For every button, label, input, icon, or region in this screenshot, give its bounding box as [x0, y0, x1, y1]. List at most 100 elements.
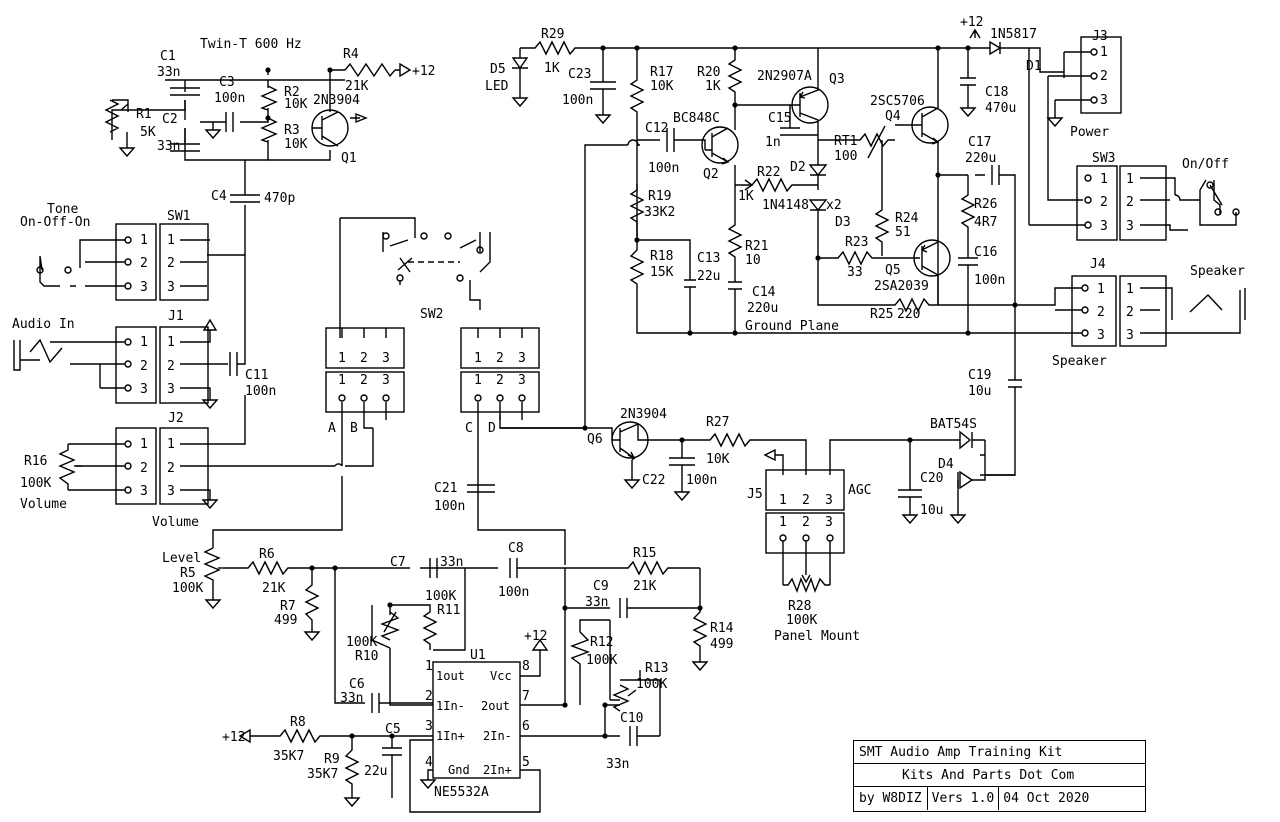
c19-value: 10u [968, 384, 991, 399]
supply-wires [959, 28, 1065, 118]
c23-ref: C23 [568, 67, 591, 82]
r8-ref: R8 [290, 715, 306, 730]
r4-plus12: +12 [412, 64, 435, 79]
output-network-wires [938, 165, 1022, 476]
svg-text:1: 1 [1126, 172, 1134, 187]
u1-pin-labels: 1out Vcc 1In- 2out 1In+ 2In- Gnd 2In+ 1 … [425, 659, 530, 777]
r10-ref: R10 [355, 649, 378, 664]
svg-text:2: 2 [167, 359, 175, 374]
svg-text:2: 2 [140, 256, 148, 271]
c3-ground-icon [204, 122, 222, 140]
r27-ref: R27 [706, 415, 729, 430]
svg-text:Vcc: Vcc [490, 669, 512, 683]
r16-potentiometer [58, 444, 82, 490]
r5-value: 100K [172, 581, 203, 596]
q6-transistor [605, 421, 649, 461]
r8-plus12: +12 [222, 730, 245, 745]
c11-capacitor [229, 255, 246, 376]
c6-ref: C6 [349, 677, 365, 692]
j3-pins: 123 [1100, 45, 1108, 108]
q5-transistor [913, 239, 951, 305]
r23-ref: R23 [845, 235, 868, 250]
c11-ref: C11 [245, 368, 268, 383]
r28-pot [779, 534, 834, 593]
j1-wires [50, 318, 228, 410]
q1-value: 2N3904 [313, 93, 360, 108]
r26-value: 4R7 [974, 215, 997, 230]
c2-capacitor [170, 128, 200, 152]
r4-value: 21K [345, 79, 369, 94]
rt1-ref: RT1 [834, 134, 857, 149]
svg-text:Gnd: Gnd [448, 763, 470, 777]
title-block-date: 04 Oct 2020 [998, 787, 1093, 810]
c2-value: 33n [157, 139, 180, 154]
svg-text:2: 2 [802, 493, 810, 508]
q3-ref: Q3 [829, 72, 845, 87]
c23-value: 100n [562, 93, 593, 108]
volume-jack-label: Volume [152, 515, 199, 530]
svg-text:8: 8 [522, 659, 530, 674]
svg-text:2: 2 [167, 256, 175, 271]
c21-ref: C21 [434, 481, 457, 496]
led-label: LED [485, 79, 509, 94]
c18-value: 470u [985, 101, 1016, 116]
svg-text:3: 3 [518, 373, 526, 388]
label-a: A [328, 421, 336, 436]
label-b: B [350, 421, 358, 436]
volume-pot-label: Volume [20, 497, 67, 512]
rt1-value: 100 [834, 149, 857, 164]
svg-text:2: 2 [1126, 305, 1134, 320]
svg-text:3: 3 [167, 484, 175, 499]
svg-text:1: 1 [779, 493, 787, 508]
svg-text:3: 3 [382, 351, 390, 366]
svg-text:5: 5 [522, 755, 530, 770]
r2-value: 10K [284, 97, 308, 112]
svg-text:1: 1 [140, 335, 148, 350]
r21-value: 10 [745, 253, 761, 268]
r1-potentiometer [104, 99, 136, 158]
r2-resistor [260, 85, 278, 111]
plus12-arrow-icon [399, 62, 412, 78]
q5-value: 2SA2039 [874, 279, 929, 294]
q2-transistor [701, 126, 739, 165]
sw2-ref: SW2 [420, 307, 443, 322]
c3-value: 100n [214, 91, 245, 106]
svg-text:3: 3 [1097, 328, 1105, 343]
q4-value: 2SC5706 [870, 94, 925, 109]
speaker-top-label: Speaker [1190, 264, 1245, 279]
svg-text:3: 3 [518, 351, 526, 366]
title-block-subtitle: Kits And Parts Dot Com [902, 767, 1075, 783]
r7-value: 499 [274, 613, 297, 628]
q2-value: BC848C [673, 111, 720, 126]
svg-text:2: 2 [1100, 195, 1108, 210]
q4-transistor [895, 48, 949, 305]
c9-ref: C9 [593, 579, 609, 594]
r3-resistor [260, 117, 278, 143]
svg-text:3: 3 [140, 382, 148, 397]
r26-ref: R26 [974, 197, 997, 212]
r24-ref: R24 [895, 211, 919, 226]
c15-value: 1n [765, 135, 781, 150]
svg-text:2: 2 [140, 359, 148, 374]
sw3-ref: SW3 [1092, 151, 1115, 166]
j3-header-body [1080, 36, 1122, 114]
svg-text:2: 2 [167, 461, 175, 476]
c9-value: 33n [585, 595, 608, 610]
r4-resistor [344, 62, 396, 78]
svg-text:1: 1 [474, 351, 482, 366]
svg-text:4: 4 [425, 755, 433, 770]
j1-pins-text: 123 123 [140, 335, 175, 397]
c13-ref: C13 [697, 251, 720, 266]
j2-pins-text: 123 123 [140, 437, 175, 499]
c7-ref: C7 [390, 555, 406, 570]
r13-value: 100K [636, 677, 667, 692]
svg-text:3: 3 [825, 515, 833, 530]
u1-plus12: +12 [524, 629, 547, 644]
svg-text:1In+: 1In+ [436, 729, 465, 743]
level-label: Level [162, 551, 201, 566]
c17-value: 220u [965, 151, 996, 166]
q3-transistor [790, 48, 829, 165]
svg-text:1: 1 [425, 659, 433, 674]
